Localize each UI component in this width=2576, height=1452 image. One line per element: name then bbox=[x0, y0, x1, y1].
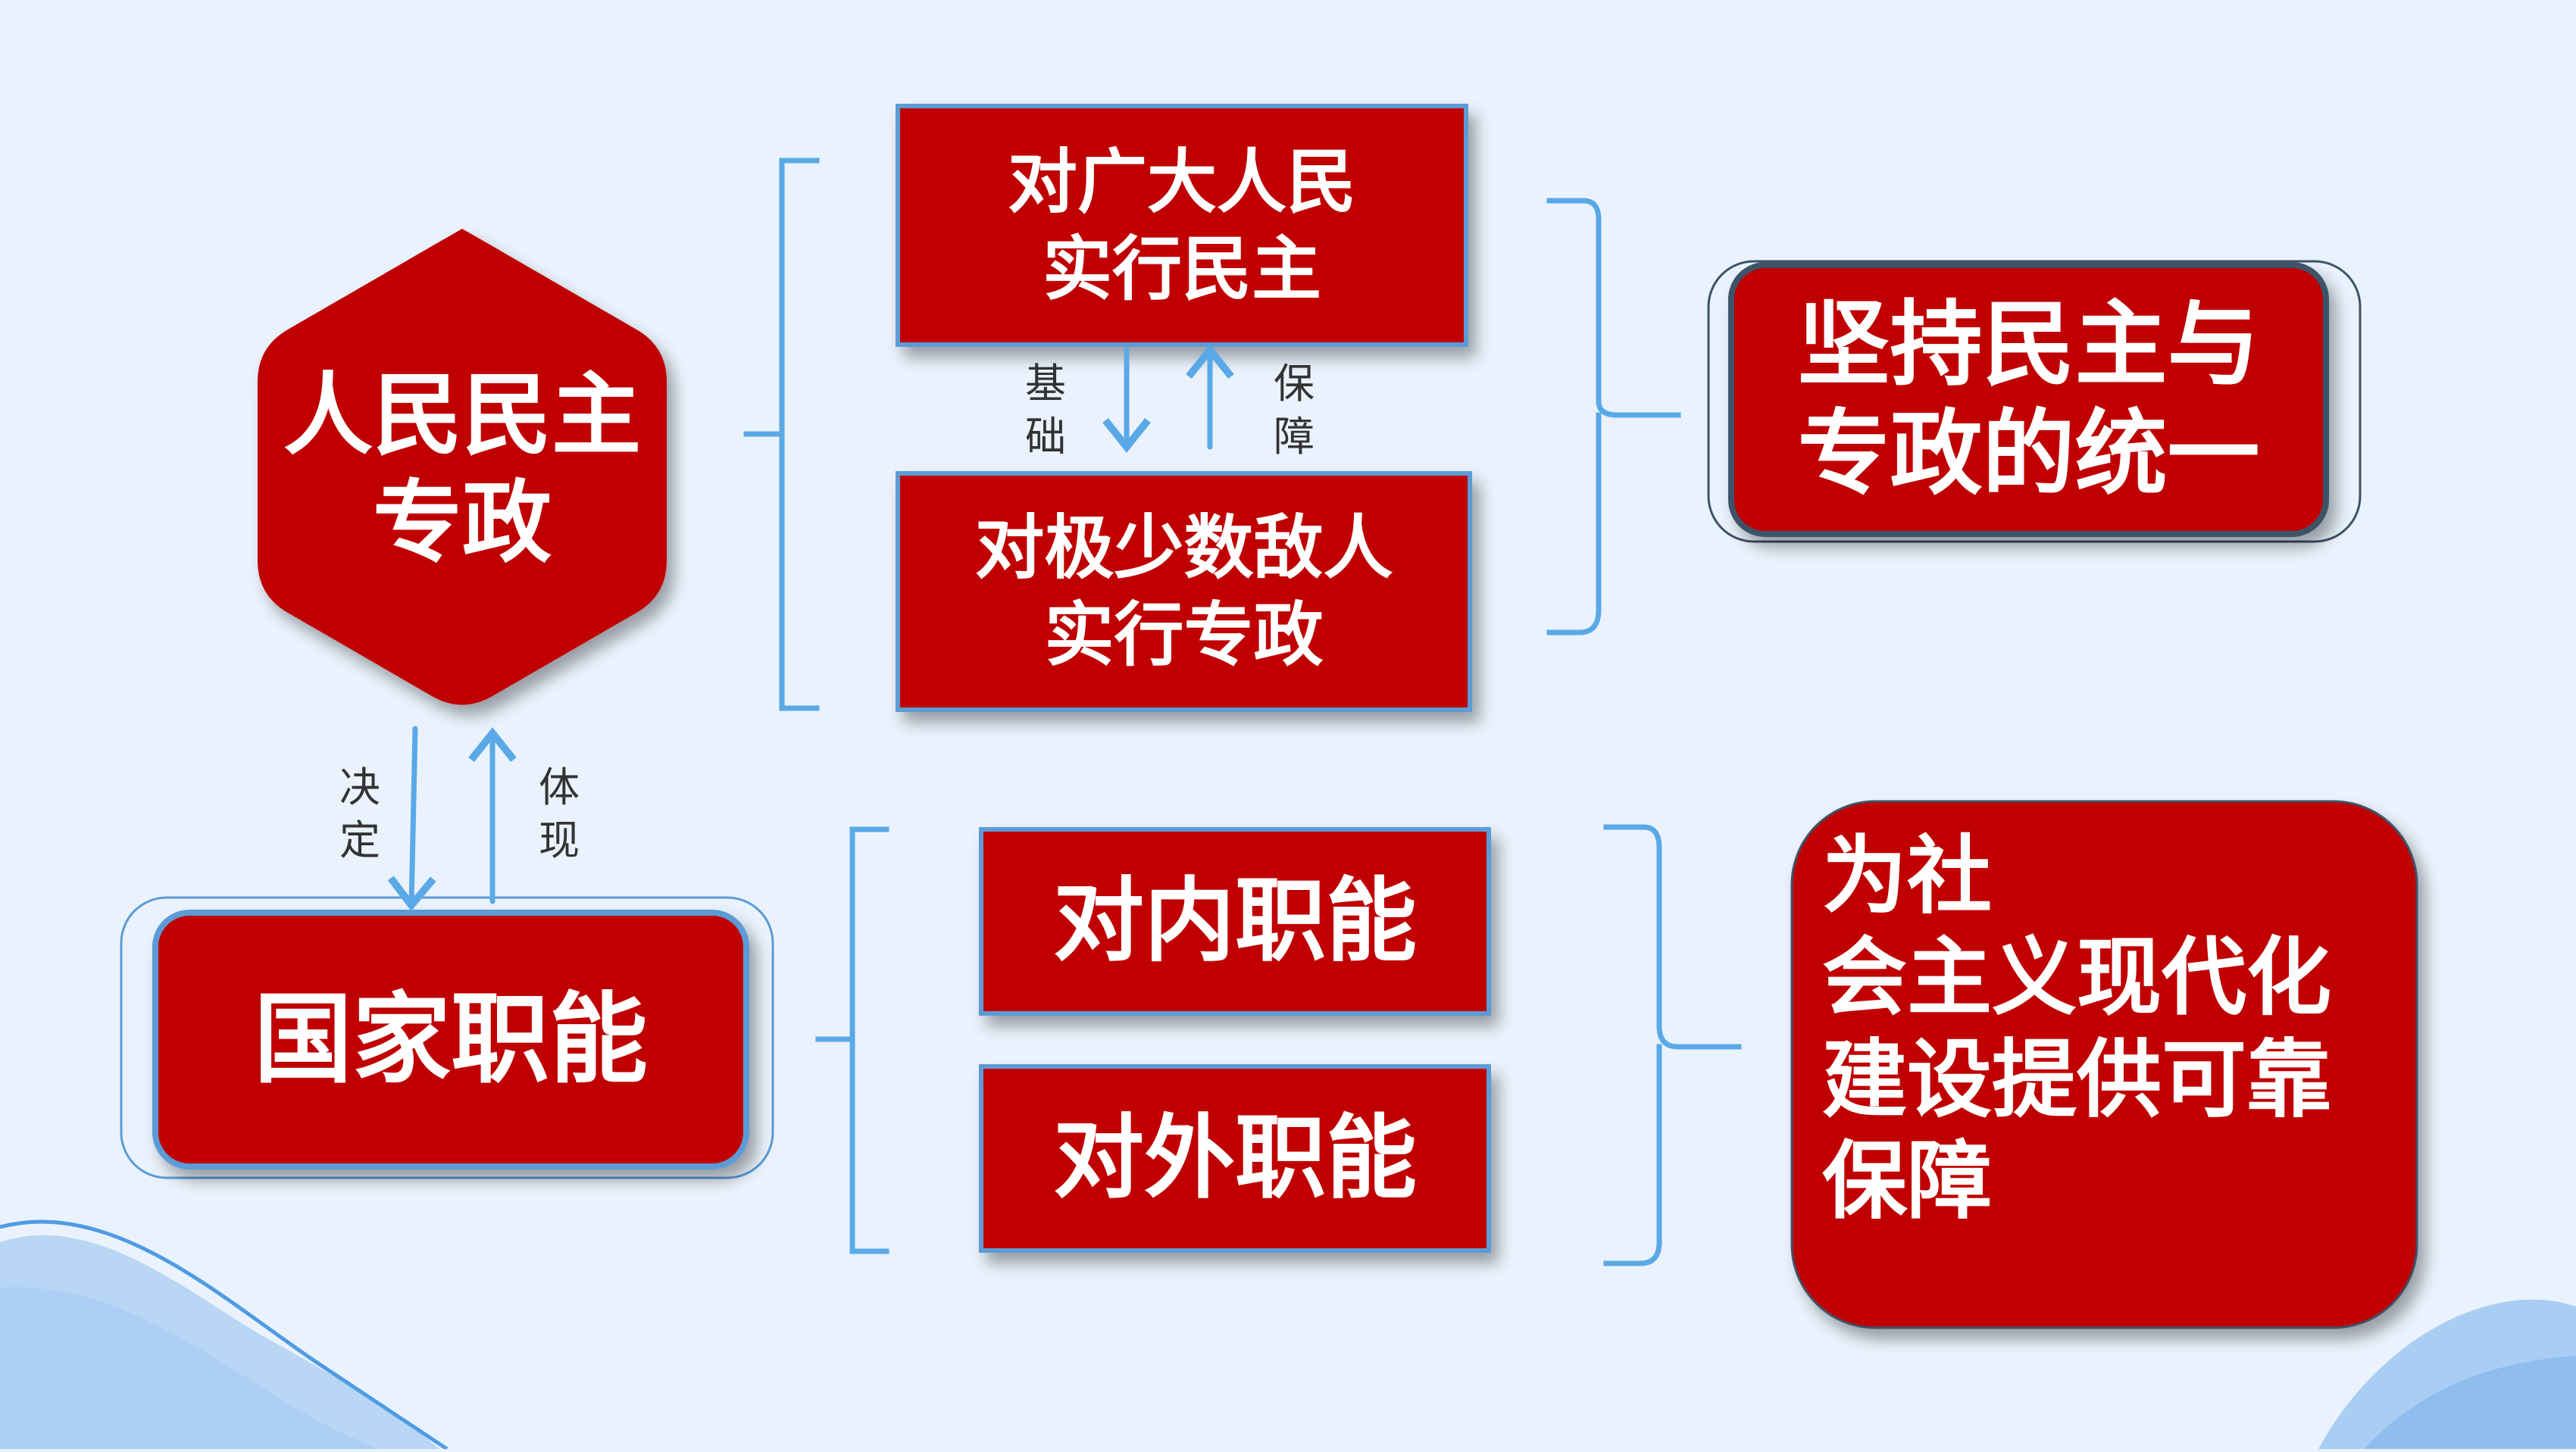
dictatorship-hexagon bbox=[258, 229, 667, 705]
brace-right-top bbox=[1546, 198, 1681, 635]
unity-box-outline bbox=[1707, 260, 2362, 543]
arrow-decides-down bbox=[387, 726, 436, 911]
unity-box bbox=[1728, 262, 2329, 537]
internal-box bbox=[979, 827, 1491, 1016]
bracket-left-top bbox=[743, 158, 820, 711]
brace-right-bottom bbox=[1603, 824, 1742, 1266]
bracket-left-bottom bbox=[815, 826, 889, 1254]
democracy-box bbox=[896, 104, 1468, 347]
state-functions-box-outline bbox=[120, 896, 774, 1179]
guarantee-arrow-label: 保 障 bbox=[1274, 360, 1315, 461]
basis-label: 基 础 bbox=[1025, 360, 1066, 461]
dictate-enemies-box bbox=[896, 471, 1472, 712]
external-box bbox=[979, 1064, 1491, 1253]
guarantee-box bbox=[1790, 800, 2418, 1329]
state-functions-box bbox=[152, 910, 749, 1169]
wave-decoration-right bbox=[2318, 1299, 2576, 1449]
decides-label: 决 定 bbox=[339, 763, 380, 865]
embodies-label: 体 现 bbox=[539, 763, 580, 865]
wave-decoration-left bbox=[0, 1219, 449, 1451]
